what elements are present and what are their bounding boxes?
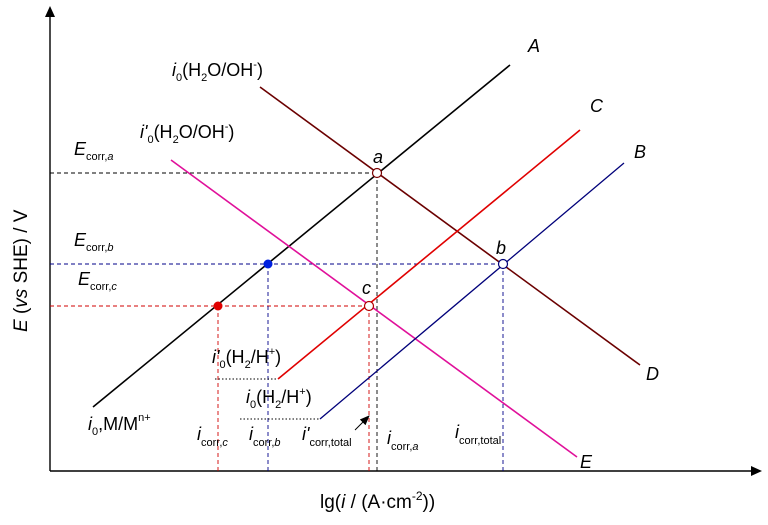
i0p-h-label: i'0(H2/H+) [212,346,281,371]
i0-h-label: i0(H2/H+) [246,386,312,411]
icorr-b-label: icorr,b [249,424,281,449]
line-b [319,162,625,420]
ecorr-a-label: Ecorr,a [74,139,114,163]
point-a-label: a [373,147,383,167]
y-axis-title: E (vs SHE) / V [11,209,32,332]
point-b-label: b [496,238,506,258]
i0-m-label: i0,M/Mn+ [88,412,151,438]
icorr-a-label: icorr,a [387,428,419,453]
red-dot [213,301,223,311]
ecorr-c-label: Ecorr,c [78,269,117,293]
line-e-label: E [580,452,593,472]
line-c [277,129,581,380]
ipcorr-total-label: i'corr,total [302,424,352,449]
y-axis-arrow-icon [45,6,55,17]
line-b-label: B [634,142,646,162]
i0p-h2o-label: i'0(H2O/OH-) [140,121,234,146]
ecorr-b-label: Ecorr,b [74,230,114,254]
line-d [259,86,641,366]
i0-h2o-label: i0(H2O/OH-) [172,59,263,84]
point-c-marker [363,300,375,312]
line-e [170,159,578,458]
point-b-marker [497,258,509,270]
line-a [92,64,511,408]
line-a-label: A [527,36,540,56]
point-c-label: c [362,278,371,298]
x-axis-title: lg(i / (A·cm-2)) [320,489,435,513]
icorr-c-label: icorr,c [197,424,228,449]
icorr-total-label: icorr,total [455,422,501,447]
line-d-label: D [646,364,659,384]
pointer-arrow-icon [354,415,370,431]
line-c-label: C [590,96,604,116]
x-axis-arrow-icon [751,466,762,476]
point-a-marker [371,167,383,179]
blue-dot [263,259,273,269]
